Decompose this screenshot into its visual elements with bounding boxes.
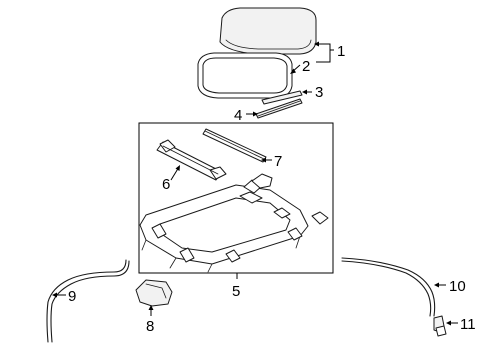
callout-9: 9	[68, 288, 76, 305]
callout-2: 2	[302, 58, 310, 75]
part-drain-hose-right	[341, 257, 436, 317]
leader-lines	[52, 41, 458, 326]
part-bracket	[251, 173, 273, 189]
part-drain-hose-left	[46, 259, 130, 343]
callout-7: 7	[274, 153, 282, 170]
part-deflector	[255, 98, 303, 119]
callout-3: 3	[315, 84, 323, 101]
callout-5: 5	[232, 283, 240, 300]
part-seal	[197, 52, 293, 99]
assembly-frame-box	[138, 122, 334, 274]
callout-6: 6	[162, 176, 170, 193]
callout-4: 4	[234, 107, 242, 124]
part-motor	[135, 279, 173, 307]
part-strip	[261, 90, 303, 105]
part-housing-frame	[139, 179, 309, 273]
callout-8: 8	[146, 318, 154, 335]
part-sunshade	[156, 139, 227, 181]
callout-10: 10	[449, 278, 466, 295]
part-rail-bar	[202, 128, 267, 163]
callout-11: 11	[460, 316, 476, 333]
part-clip	[311, 211, 329, 225]
callout-1: 1	[337, 43, 345, 60]
part-glass-panel	[219, 7, 317, 55]
part-fitting	[433, 315, 447, 337]
